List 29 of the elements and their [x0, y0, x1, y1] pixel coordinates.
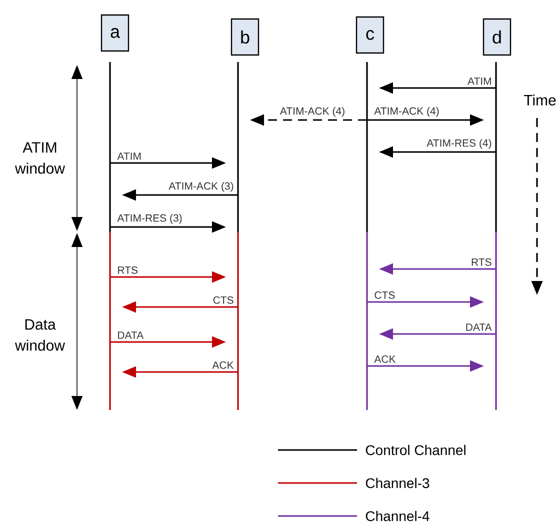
station-box: d [482, 18, 512, 56]
edge-label: ATIM [466, 76, 493, 86]
lifeline [495, 62, 497, 410]
edge-label: RTS [470, 257, 493, 267]
edge-label: ATIM-RES (4) [426, 138, 493, 150]
edge-label: CTS [212, 295, 235, 305]
time-label: Time [519, 93, 559, 106]
edge-label: ACK [373, 354, 397, 364]
edge-label: DATA [464, 322, 493, 332]
edge-label: CTS [373, 290, 396, 300]
legend-text: Control Channel [366, 444, 466, 456]
edge-label: ATIM-RES (3) [116, 213, 184, 225]
edge-label: ATIM [116, 152, 142, 161]
edge-label: RTS [116, 265, 139, 275]
window-label: ATIM window [9, 141, 71, 175]
lifeline [109, 62, 111, 410]
window-label: Data window [9, 318, 71, 352]
edge-label: ACK [211, 360, 235, 370]
lifeline [237, 62, 239, 410]
legend-text: Channel-4 [366, 510, 430, 522]
station-box: c [356, 16, 384, 54]
station-box: a [100, 14, 130, 52]
edge-label: DATA [116, 330, 145, 340]
station-box: b [230, 18, 260, 56]
lifeline [366, 62, 368, 410]
legend-text: Channel-3 [366, 478, 430, 488]
edge-label: ATIM-ACK (3) [168, 181, 235, 193]
edge-label: ATIM-ACK (4) [373, 106, 440, 118]
edge-label: ATIM-ACK (4) [278, 106, 346, 118]
